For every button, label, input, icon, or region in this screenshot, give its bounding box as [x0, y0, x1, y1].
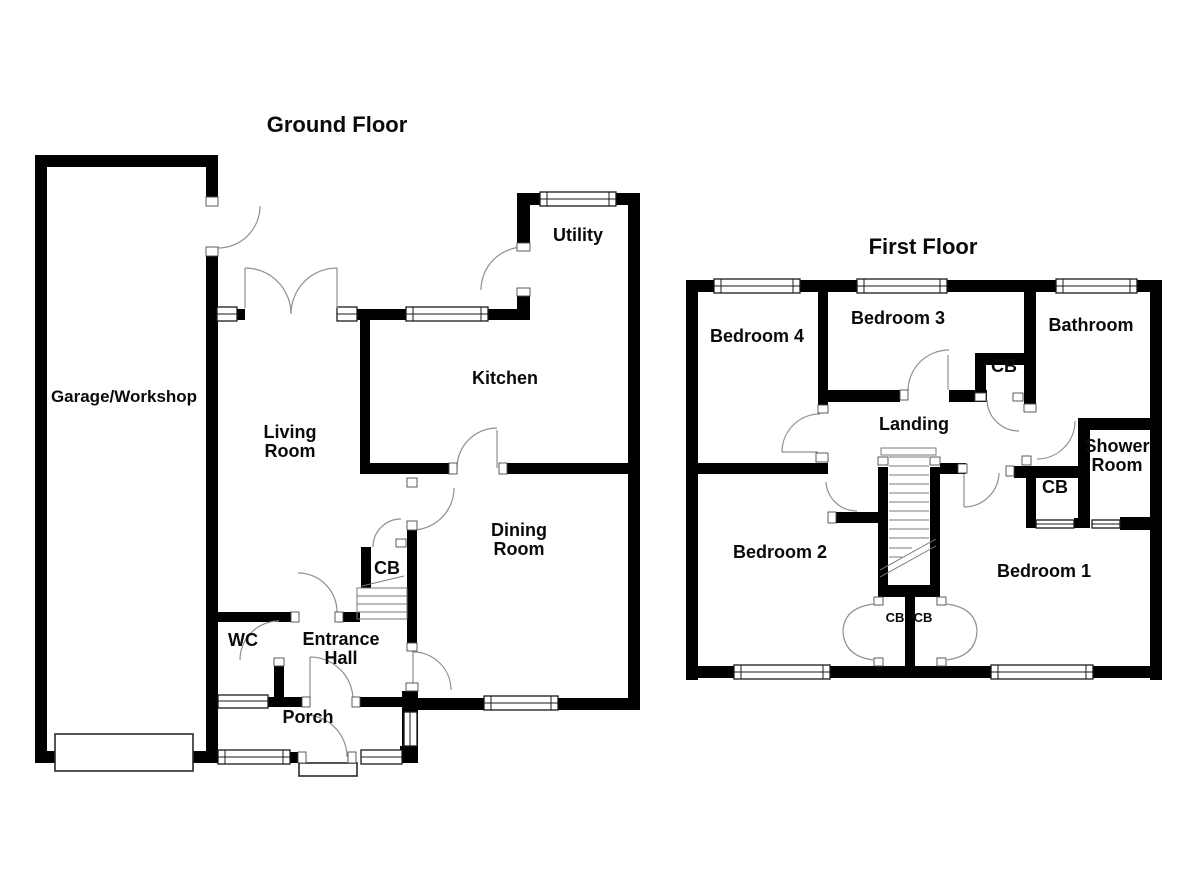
- bedroom4-door: [781, 413, 821, 453]
- first-floor-labels: First Floor Bedroom 4 Bedroom 3 Bathroom…: [710, 234, 1150, 625]
- room-label-hall-2: Hall: [324, 648, 357, 668]
- room-label-hall-1: Entrance: [302, 629, 379, 649]
- window: [713, 278, 801, 294]
- first-floor-windows: [713, 278, 1138, 680]
- porch-door-arc: [304, 714, 348, 758]
- room-label-living-1: Living: [264, 422, 317, 442]
- living-room-door-arc: [297, 572, 338, 613]
- room-label-bedroom3: Bedroom 3: [851, 308, 945, 328]
- room-label-wc: WC: [228, 630, 258, 650]
- kitchen-door: [456, 427, 498, 469]
- room-label-porch: Porch: [282, 707, 333, 727]
- room-label-bedroom2: Bedroom 2: [733, 542, 827, 562]
- first-floor-door-sills: [815, 389, 1037, 667]
- room-label-landing: Landing: [879, 414, 949, 434]
- window: [539, 191, 617, 207]
- window: [360, 749, 403, 765]
- ground-floor-title: Ground Floor: [267, 112, 408, 137]
- bedroom1-door: [963, 472, 1000, 508]
- first-floor-stairs: [879, 447, 937, 578]
- room-label-dining-1: Dining: [491, 520, 547, 540]
- cb-top-door-arc: [986, 399, 1020, 432]
- ground-floor-doors: [217, 205, 525, 758]
- window: [856, 278, 948, 294]
- dining-door-arc: [411, 487, 455, 531]
- first-floor-doors: [781, 349, 1076, 661]
- window: [483, 695, 559, 711]
- ground-floor-windows: [54, 191, 617, 777]
- front-door: [309, 656, 354, 701]
- window: [336, 306, 358, 322]
- room-label-bedroom4: Bedroom 4: [710, 326, 804, 346]
- cupboard-door-arc: [372, 518, 402, 548]
- room-label-bathroom: Bathroom: [1049, 315, 1134, 335]
- window: [403, 711, 418, 747]
- ground-floor-stairs: [356, 575, 408, 620]
- sliding-door: [1091, 519, 1121, 529]
- garage-side-door-arc: [217, 205, 261, 249]
- ground-floor-walls: [35, 155, 640, 763]
- ground-floor-door-sills: [205, 196, 531, 764]
- room-label-cb-mid: CB: [1042, 477, 1068, 497]
- porch-step: [298, 762, 358, 777]
- garage-door: [54, 733, 194, 772]
- ground-floor-plan: Ground Floor Garage/Workshop Living Room…: [35, 112, 640, 777]
- utility-door-arc: [480, 246, 525, 291]
- room-label-living-2: Room: [265, 441, 316, 461]
- room-label-kitchen: Kitchen: [472, 368, 538, 388]
- french-doors: [244, 267, 338, 315]
- room-label-cb-right: CB: [914, 610, 933, 625]
- first-floor-plan: First Floor Bedroom 4 Bedroom 3 Bathroom…: [686, 234, 1162, 680]
- bedroom2-door-arc: [825, 481, 858, 512]
- window: [733, 664, 831, 680]
- window: [216, 306, 238, 322]
- sliding-door: [1035, 519, 1075, 529]
- room-label-utility: Utility: [553, 225, 603, 245]
- room-label-dining-2: Room: [494, 539, 545, 559]
- window: [217, 749, 291, 765]
- window: [217, 694, 269, 709]
- window: [1055, 278, 1138, 294]
- ground-floor-labels: Ground Floor Garage/Workshop Living Room…: [51, 112, 603, 727]
- window: [990, 664, 1094, 680]
- room-label-bedroom1: Bedroom 1: [997, 561, 1091, 581]
- wc-door-arc: [239, 620, 280, 661]
- room-label-cb-left: CB: [886, 610, 905, 625]
- dining-lower-door: [412, 651, 452, 691]
- first-floor-title: First Floor: [869, 234, 978, 259]
- cb-left-doors: [842, 603, 874, 661]
- room-label-cb: CB: [374, 558, 400, 578]
- first-floor-walls: [686, 280, 1162, 680]
- bedroom3-door: [907, 349, 950, 392]
- room-label-shower-1: Shower: [1084, 436, 1149, 456]
- room-label-garage: Garage/Workshop: [51, 387, 197, 406]
- room-label-cb-top: CB: [991, 356, 1017, 376]
- room-label-shower-2: Room: [1092, 455, 1143, 475]
- bathroom-door-arc: [1036, 420, 1076, 460]
- window: [405, 306, 489, 322]
- cb-right-doors: [946, 603, 978, 661]
